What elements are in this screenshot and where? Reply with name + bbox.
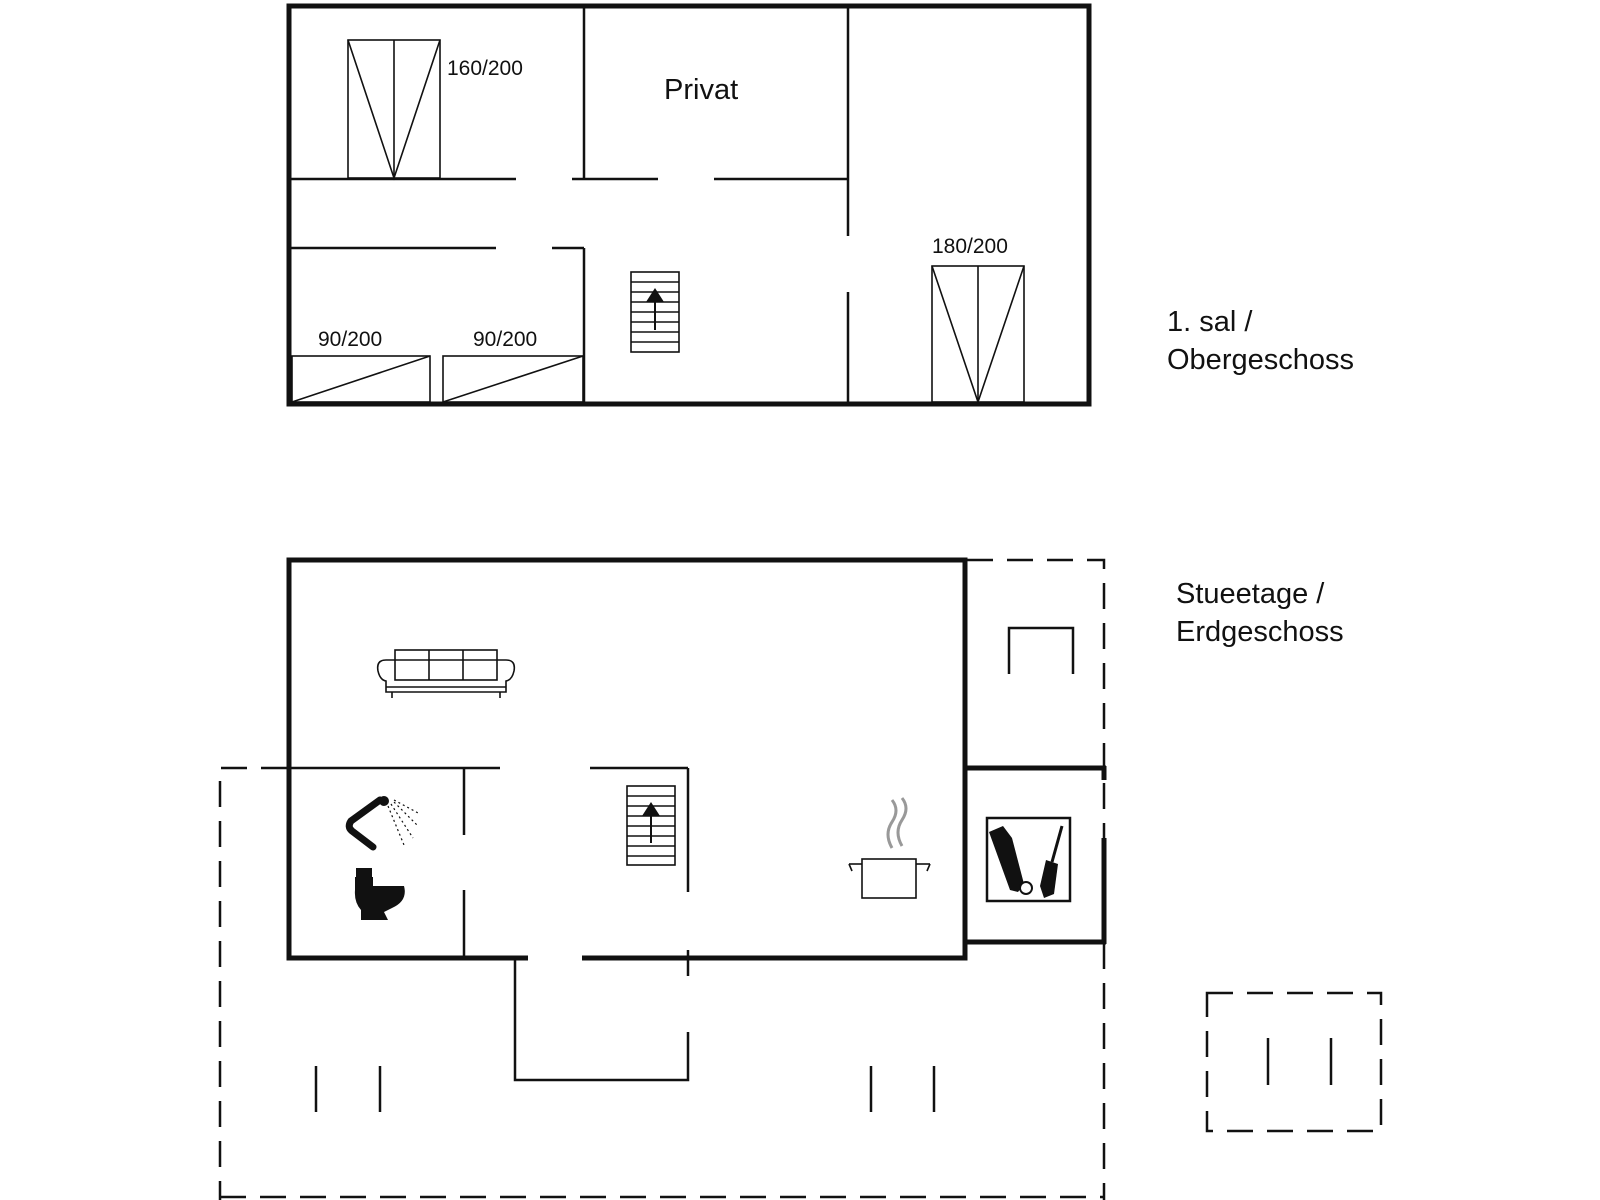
bed-size-90-a: 90/200	[318, 328, 382, 351]
bed-size-180: 180/200	[932, 235, 1008, 258]
single-bed-2	[442, 355, 584, 403]
toilet-icon	[354, 868, 405, 920]
ground-floor-label: Stueetage / Erdgeschoss	[1176, 575, 1344, 651]
double-bed-180	[931, 265, 1025, 405]
upper-floor-label-line1: 1. sal /	[1167, 306, 1253, 338]
ground-floor	[218, 557, 1383, 1200]
bed-size-90-b: 90/200	[473, 328, 537, 351]
outbuilding-outline	[1205, 991, 1383, 1133]
ground-floor-label-line1: Stueetage /	[1176, 578, 1325, 610]
cooking-pot-icon	[848, 797, 931, 899]
bed-size-160: 160/200	[447, 57, 523, 80]
stair-icon	[630, 271, 680, 353]
annex-counter	[1007, 626, 1075, 674]
sofa-icon	[376, 649, 516, 698]
double-bed-160	[347, 39, 441, 181]
annex-outline	[967, 558, 1106, 1200]
garden-tools-icon	[985, 816, 1072, 903]
stair-icon-ground	[626, 785, 676, 866]
upper-floor-label: 1. sal / Obergeschoss	[1167, 303, 1354, 379]
upper-outer-wall	[286, 3, 1092, 407]
ground-outer-wall	[286, 557, 968, 961]
shower-icon	[345, 796, 421, 851]
upper-floor: 160/200 Privat 180/200 90/200 90/200	[286, 3, 1092, 407]
single-bed-1	[291, 355, 431, 403]
room-label-privat: Privat	[664, 74, 738, 106]
upper-floor-label-line2: Obergeschoss	[1167, 344, 1354, 376]
terrace-outline	[218, 766, 287, 1200]
ground-floor-label-line2: Erdgeschoss	[1176, 616, 1344, 648]
entrance-porch	[513, 960, 690, 1082]
